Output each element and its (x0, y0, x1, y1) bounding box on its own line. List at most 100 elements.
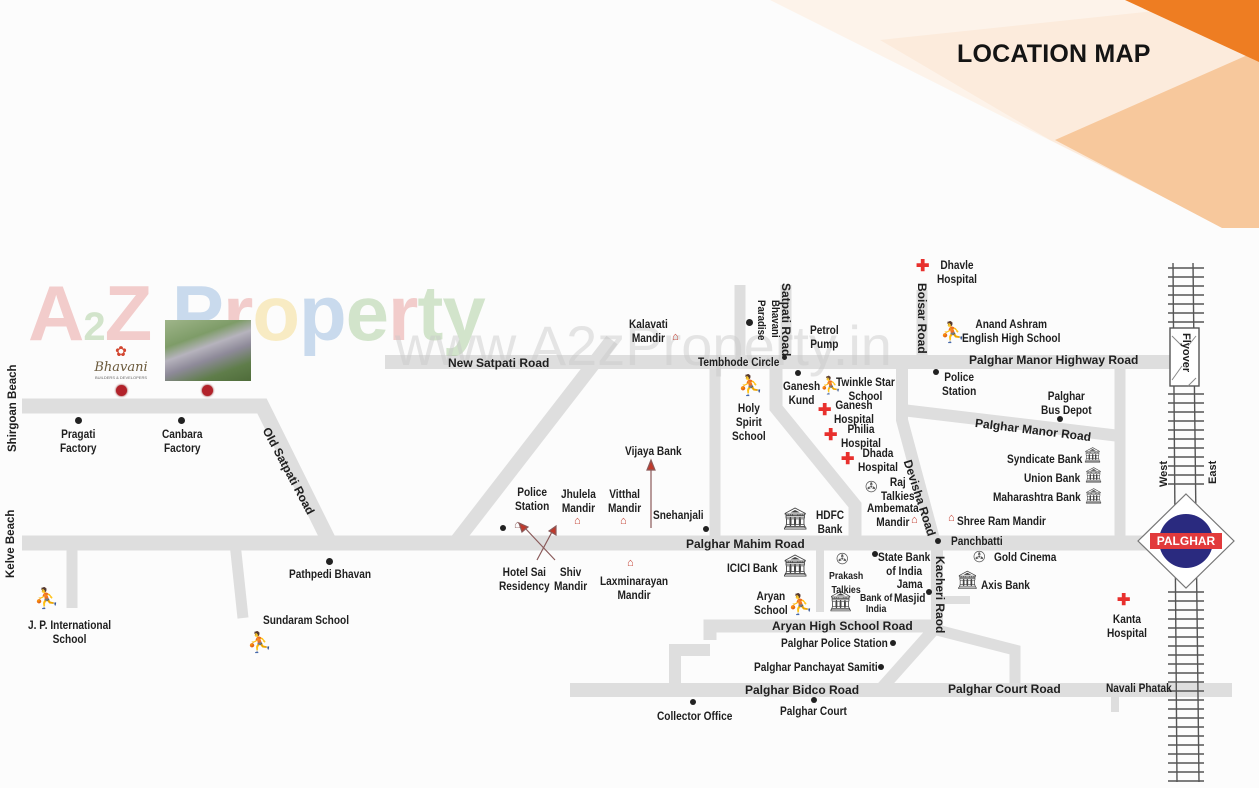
school-icon: ⛹ (247, 632, 272, 654)
place-snehanjali: Snehanjali (653, 510, 704, 522)
pin-tembhode (782, 355, 787, 360)
pin-court (811, 697, 817, 703)
road-label-palghar-bidco: Palghar Bidco Road (745, 683, 860, 697)
bank-icon: 🏛 (781, 553, 809, 578)
place-philia-hospital: Philia Hospital (841, 424, 881, 450)
place-police-station-west: Police Station (515, 487, 550, 513)
pin-police-west (500, 525, 506, 531)
school-icon: ⛹ (34, 588, 59, 610)
place-vitthal-mandir: Vitthal Mandir (608, 489, 642, 515)
beach-label-kelve: Kelve Beach (5, 509, 17, 578)
place-palghar-panchayat-samiti: Palghar Panchayat Samiti (754, 662, 878, 674)
place-palghar-bus-depot: Palghar Bus Depot (1041, 391, 1092, 417)
road-label-palghar-court: Palghar Court Road (948, 682, 1061, 696)
pin-palghar-police (890, 640, 896, 646)
direction-west: West (1158, 460, 1170, 487)
project-photo (165, 320, 251, 381)
place-navali-phatak: Navali Phatak (1106, 683, 1172, 695)
bank-icon: 🏛 (1083, 447, 1103, 464)
hospital-icon: ✚ (818, 402, 832, 419)
place-laxminarayan-mandir: Laxminarayan Mandir (600, 576, 669, 602)
place-shiv-mandir: Shiv Mandir (554, 567, 588, 593)
bank-icon: 🏛 (1084, 467, 1104, 484)
page-title: LOCATION MAP (957, 40, 1151, 68)
road-palghar-manor (901, 404, 1121, 442)
bank-icon: 🏛 (956, 570, 979, 590)
place-syndicate-bank: Syndicate Bank (1007, 454, 1083, 466)
place-canbara-factory: Canbara Factory (162, 429, 203, 455)
place-collector-office: Collector Office (657, 711, 733, 723)
temple-icon: ⌂ (627, 557, 634, 569)
place-axis-bank: Axis Bank (981, 580, 1030, 592)
project-marker-site[interactable] (202, 385, 213, 396)
temple-icon: ⌂ (574, 515, 581, 527)
place-maharashtra-bank: Maharashtra Bank (993, 492, 1081, 504)
place-palghar-court: Palghar Court (780, 706, 847, 718)
place-palghar-police-station: Palghar Police Station (781, 638, 888, 650)
hospital-icon: ✚ (916, 258, 930, 275)
beach-label-shirgoan: Shirgoan Beach (7, 364, 19, 452)
pin-police-north (933, 369, 939, 375)
place-ambemata-mandir: Ambemata Mandir (867, 503, 919, 529)
project-marker-logo[interactable] (116, 385, 127, 396)
header-band-orange (1125, 0, 1259, 62)
pin-panchayat (878, 664, 884, 670)
pin-jama-masjid (926, 589, 932, 595)
place-kanta-hospital: Kanta Hospital (1107, 614, 1147, 640)
place-twinkle-star-school: Twinkle Star School (836, 377, 895, 403)
temple-icon: ⌂ (911, 514, 918, 526)
temple-icon: ⌂ (514, 519, 521, 531)
place-sundaram-school: Sundaram School (263, 615, 350, 627)
hospital-icon: ✚ (841, 451, 855, 468)
place-jhulela-mandir: Jhulela Mandir (561, 489, 596, 515)
school-icon: ⛹ (788, 594, 813, 616)
place-jama-masjid: Jama Masjid (894, 579, 926, 605)
place-police-station-north: Police Station (942, 372, 977, 398)
place-dhavle-hospital: Dhavle Hospital (937, 260, 977, 286)
station-label[interactable]: PALGHAR (1150, 533, 1222, 549)
pin-collector (690, 699, 696, 705)
road-label-palghar-mahim: Palghar Mahim Road (686, 537, 805, 551)
place-bank-of-india: Bank of India (860, 593, 893, 615)
road-label-palghar-manor-highway: Palghar Manor Highway Road (969, 353, 1139, 367)
road-old-satpati (22, 398, 337, 547)
pin-panchbatti (935, 538, 941, 544)
pin-bhavani-paradise (746, 319, 753, 326)
film-reel-icon: ✇ (865, 479, 878, 496)
road-label-kacheri: Kacheri Raod (933, 556, 947, 634)
road-label-aryan-high-school: Aryan High School Road (772, 619, 913, 633)
header-band-light (1055, 50, 1259, 228)
place-jp-school: J. P. International School (28, 620, 112, 646)
film-reel-icon: ✇ (836, 551, 849, 568)
place-shree-ram-mandir: Shree Ram Mandir (957, 516, 1046, 528)
flyover-box (1169, 327, 1200, 387)
pin-pathpedi (326, 558, 333, 565)
place-holy-spirit-school: Holy Spirit School (732, 403, 766, 443)
temple-icon: ⌂ (948, 512, 955, 524)
place-union-bank: Union Bank (1024, 473, 1081, 485)
hospital-icon: ✚ (824, 427, 838, 444)
place-gold-cinema: Gold Cinema (994, 552, 1057, 564)
logo-tree-icon: ✿ (115, 343, 127, 359)
direction-east: East (1207, 460, 1219, 484)
place-sbi: State Bank of India (878, 552, 931, 578)
watermark-url: www.A2zProperty.in (395, 314, 892, 377)
pin-snehanjali (703, 526, 709, 532)
place-tembhode-circle: Tembhode Circle (698, 357, 780, 369)
temple-icon: ⌂ (672, 331, 679, 343)
bank-icon: 🏛 (828, 591, 854, 613)
place-pragati-factory: Pragati Factory (60, 429, 97, 455)
place-raj-talkies: Raj Talkies (881, 477, 915, 503)
place-vijaya-bank: Vijaya Bank (625, 446, 682, 458)
temple-icon: ⌂ (620, 515, 627, 527)
pin-canbara (178, 417, 185, 424)
pin-ganesh-kund (795, 370, 801, 376)
builder-logo: ✿ Bhavani BUILDERS & DEVELOPERS (92, 343, 150, 380)
school-icon: ⛹ (738, 375, 763, 397)
bank-icon: 🏛 (1084, 488, 1104, 505)
pin-pragati (75, 417, 82, 424)
place-hotel-sai: Hotel Sai Residency (499, 567, 550, 593)
place-anand-ashram: Anand Ashram English High School (962, 319, 1061, 345)
place-ganesh-kund: Ganesh Kund (783, 381, 821, 407)
